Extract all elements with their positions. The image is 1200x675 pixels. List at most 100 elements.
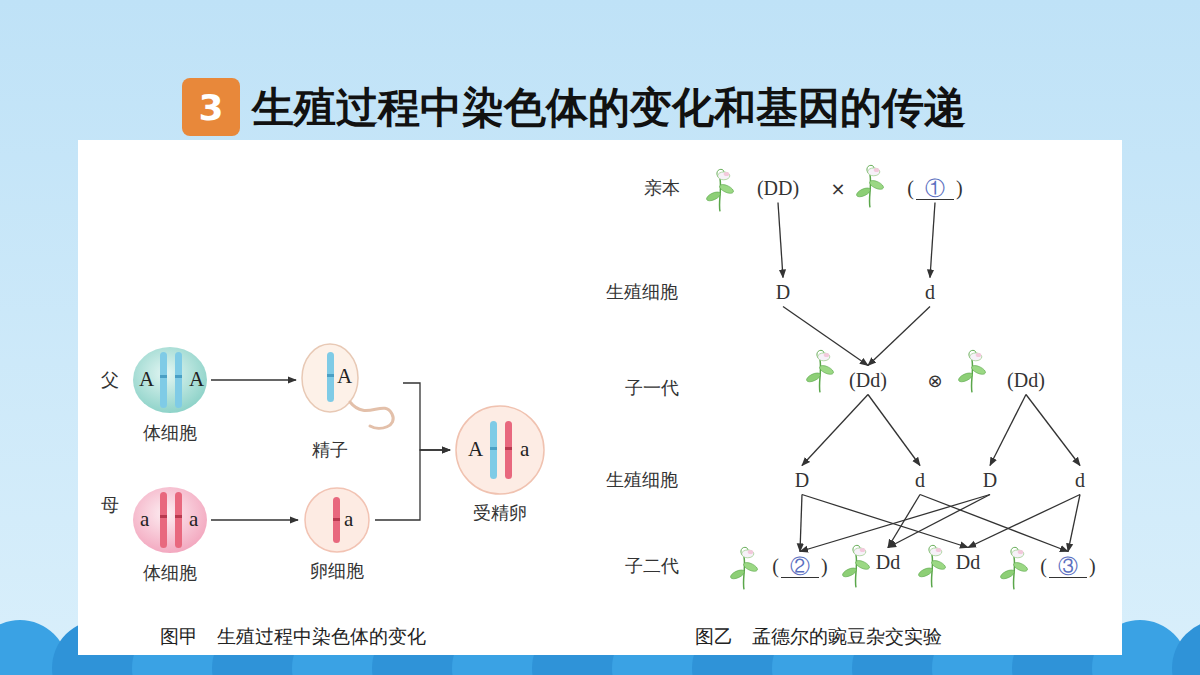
figure-caption: 图乙 孟德尔的豌豆杂交实验 [695,624,942,650]
wave-bump [1172,620,1200,675]
white-panel [78,140,1122,655]
cell-part [305,488,369,552]
cell-label: 卵细胞 [310,559,364,583]
cell-drawing [302,487,372,553]
cell-part [160,352,167,408]
genotype-node: (Dd) [1004,368,1048,393]
genotype-node: Dd [953,550,983,575]
arrow-connector [211,519,298,520]
cell-part [160,515,167,518]
arrow-connector [920,495,1068,552]
genotype-node: d [922,280,938,305]
arrow-connector [1068,495,1080,552]
genotype-node: (DD) [754,176,802,201]
arrow-connector [800,495,990,552]
cell-label: 精子 [312,438,348,462]
number-badge: 3 [182,78,240,136]
arrow-connector [403,383,450,450]
genotype-text: ) [1089,555,1096,578]
arrow-connector [868,395,920,466]
cell-part [505,421,512,479]
genotype-text: Dd [956,551,980,574]
cell-part [490,447,497,450]
pea-plant [705,169,734,211]
cell-part [333,518,340,521]
arrow-connector [968,495,1080,548]
pea-plant [855,165,884,207]
cell-part [327,352,334,402]
genotype-node: D [792,468,812,493]
parent-label: 父 [101,368,119,392]
arrow-connector [800,495,802,552]
cell-label: 受精卵 [473,501,527,525]
genotype-node: (②) [769,554,830,579]
cell-part [490,421,497,479]
cross-symbol: × [830,178,845,199]
genotype-text: (DD) [757,177,799,200]
genotype-text: ) [956,177,963,200]
row-label: 亲本 [644,176,680,200]
figure-caption: 图甲 生殖过程中染色体的变化 [160,624,426,650]
genotype-node: d [912,468,928,493]
cell-part [160,375,167,378]
genotype-node: D [773,280,793,305]
parent-label: 母 [101,493,119,517]
cell-part [133,487,207,553]
genotype-text: D [776,281,790,304]
row-label: 生殖细胞 [606,468,678,492]
genotype-node: (③) [1037,554,1098,579]
genotype-node: (Dd) [846,368,890,393]
egg-cell: a卵细胞 [302,487,372,583]
genotype-node: D [980,468,1000,493]
genotype-text: ( [772,555,779,578]
genotype-text: D [983,469,997,492]
gene-letter: A [337,366,352,387]
selfing-symbol: ⊗ [927,370,942,391]
cell-part [175,492,182,548]
arrow-connector [1026,395,1080,466]
genotype-text: d [915,469,925,492]
genotype-text: D [795,469,809,492]
row-label: 生殖细胞 [606,280,678,304]
badge-number: 3 [198,87,223,128]
cell-part [175,375,182,378]
cell-part [133,347,207,413]
genotype-text: ) [821,555,828,578]
arrow-connector [211,379,296,380]
arrow-connector [802,495,968,548]
arrow-connector [990,395,1026,466]
gene-letter: A [468,439,483,460]
gene-letter: a [189,509,198,530]
blank-answer: ② [781,555,819,578]
genotype-text: d [925,281,935,304]
cell-label: 体细胞 [143,561,197,585]
arrow-connector [783,307,868,366]
gene-letter: a [520,439,529,460]
body-cell: a a 体细胞 [132,485,208,585]
pea-plants [705,165,1028,589]
arrow-connector [375,450,450,520]
genotype-node: d [1072,468,1088,493]
pea-plant [917,545,946,587]
title: 生殖过程中染色体的变化和基因的传递 [252,80,966,136]
genotype-node: (①) [904,176,965,201]
cell-part [350,402,393,428]
row-label: 子二代 [625,554,679,578]
pea-plant [841,545,870,587]
cell-part [175,515,182,518]
zygote-cell: Aa 受精卵 [454,405,546,525]
cell-part [505,447,512,450]
pea-plant [729,547,758,589]
gene-letter: A [139,369,154,390]
pea-plant [999,547,1028,589]
blank-answer: ③ [1049,555,1087,578]
genotype-node: Dd [873,550,903,575]
cell-part [175,352,182,408]
arrow-connector [930,203,935,278]
pea-plant [957,350,986,392]
gene-letter: a [140,509,149,530]
cell-drawing [454,405,546,495]
cell-part [327,374,334,377]
